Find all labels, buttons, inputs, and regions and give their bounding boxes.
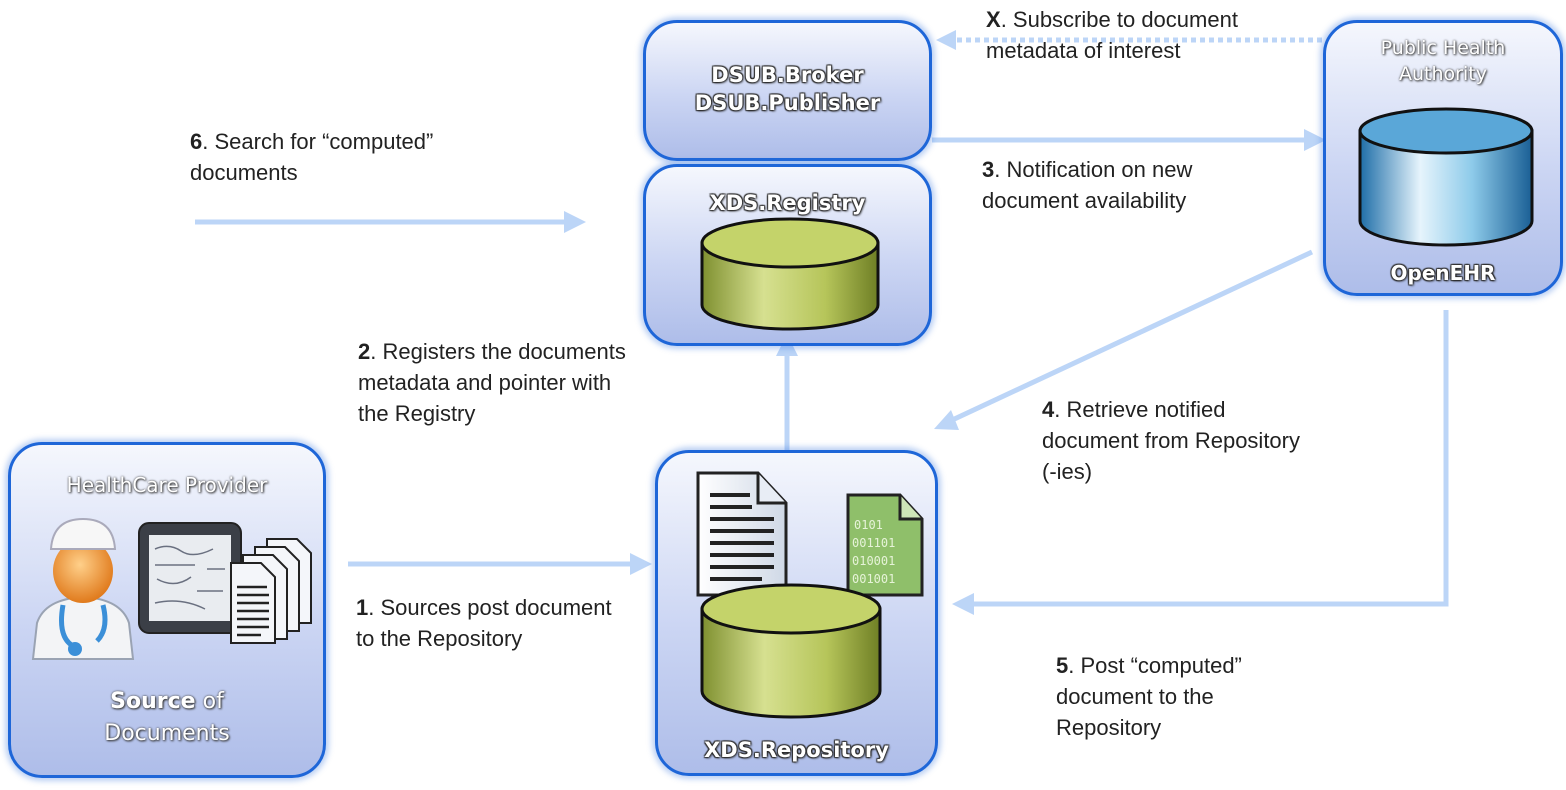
label-3-num: 3: [982, 157, 995, 182]
text-document-icon: [696, 471, 788, 597]
label-5-line1: . Post “computed”: [1068, 653, 1242, 678]
xds-repository-label: XDS.Repository: [704, 738, 889, 762]
arrowhead-5: [952, 593, 974, 615]
repository-database-icon: [700, 583, 882, 719]
label-4-retrieve: 4. Retrieve notified document from Repos…: [1042, 394, 1300, 487]
label-6-line1: . Search for “computed”: [202, 129, 434, 154]
arrow-4-retrieve: [946, 249, 1314, 425]
label-4-line3: (-ies): [1042, 459, 1093, 484]
pha-title-line2: Authority: [1399, 63, 1487, 85]
registry-database-icon: [700, 217, 880, 331]
dsub-publisher-label: DSUB.Publisher: [694, 91, 881, 115]
openehr-label: OpenEHR: [1390, 261, 1496, 285]
label-6-num: 6: [190, 129, 203, 154]
label-1-sources-post: 1. Sources post document to the Reposito…: [356, 592, 612, 654]
arrowhead-6: [564, 211, 586, 233]
arrowhead-3: [1304, 129, 1326, 151]
openehr-database-icon: [1358, 107, 1534, 247]
label-x-line2: metadata of interest: [986, 38, 1181, 63]
arrowhead-1: [630, 553, 652, 575]
label-x-line1: . Subscribe to document: [1000, 7, 1238, 32]
label-2-num: 2: [358, 339, 371, 364]
arrowhead-x: [936, 30, 956, 50]
arrow-5-post-computed: [966, 310, 1449, 607]
source-of-documents-box[interactable]: HealthCare Provider: [8, 442, 326, 778]
pha-title-line1: Public Health: [1380, 37, 1506, 59]
binary-document-icon: 0101 001101 010001 001001: [846, 493, 924, 597]
xds-registry-label: XDS.Registry: [709, 191, 866, 215]
binary-line-4: 001001: [852, 572, 895, 586]
arrowhead-4: [934, 410, 959, 430]
label-4-num: 4: [1042, 397, 1055, 422]
label-2-line2: metadata and pointer with: [358, 370, 612, 395]
doctor-icon: [31, 517, 135, 660]
label-3-notification: 3. Notification on new document availabi…: [982, 154, 1192, 216]
dsub-broker-label: DSUB.Broker: [711, 63, 864, 87]
label-6-line2: documents: [190, 160, 298, 185]
dsub-broker-publisher-box[interactable]: DSUB.Broker DSUB.Publisher: [643, 20, 932, 161]
label-2-registers: 2. Registers the documents metadata and …: [358, 336, 626, 429]
label-6-search: 6. Search for “computed” documents: [190, 126, 433, 188]
label-2-line1: . Registers the documents: [370, 339, 626, 364]
label-x-subscribe: X. Subscribe to document metadata of int…: [986, 4, 1238, 66]
xds-repository-box[interactable]: 0101 001101 010001 001001 XDS.Repository: [655, 450, 938, 776]
label-1-line1: . Sources post document: [368, 595, 612, 620]
public-health-authority-box[interactable]: Public Health Authority OpenEHR: [1323, 20, 1563, 296]
label-5-num: 5: [1056, 653, 1069, 678]
label-x-num: X: [986, 7, 1001, 32]
label-4-line2: document from Repository: [1042, 428, 1300, 453]
healthcare-provider-label: HealthCare Provider: [66, 473, 268, 497]
source-word: Source: [110, 689, 196, 714]
document-stack-icon: [230, 538, 312, 644]
label-5-line3: Repository: [1056, 715, 1162, 740]
binary-line-2: 001101: [852, 536, 895, 550]
of-word: of: [195, 689, 224, 714]
label-4-line1: . Retrieve notified: [1054, 397, 1226, 422]
source-of-label: Source of: [11, 689, 323, 714]
label-3-line2: document availability: [982, 188, 1187, 213]
label-5-line2: document to the: [1056, 684, 1214, 709]
label-1-line2: to the Repository: [356, 626, 523, 651]
tablet-icon: [138, 522, 242, 634]
binary-line-1: 0101: [854, 518, 883, 532]
label-1-num: 1: [356, 595, 369, 620]
label-3-line1: . Notification on new: [994, 157, 1193, 182]
xds-registry-box[interactable]: XDS.Registry: [643, 164, 932, 346]
binary-line-3: 010001: [852, 554, 895, 568]
label-5-post-computed: 5. Post “computed” document to the Repos…: [1056, 650, 1242, 743]
documents-label: Documents: [104, 721, 230, 746]
label-2-line3: the Registry: [358, 401, 476, 426]
